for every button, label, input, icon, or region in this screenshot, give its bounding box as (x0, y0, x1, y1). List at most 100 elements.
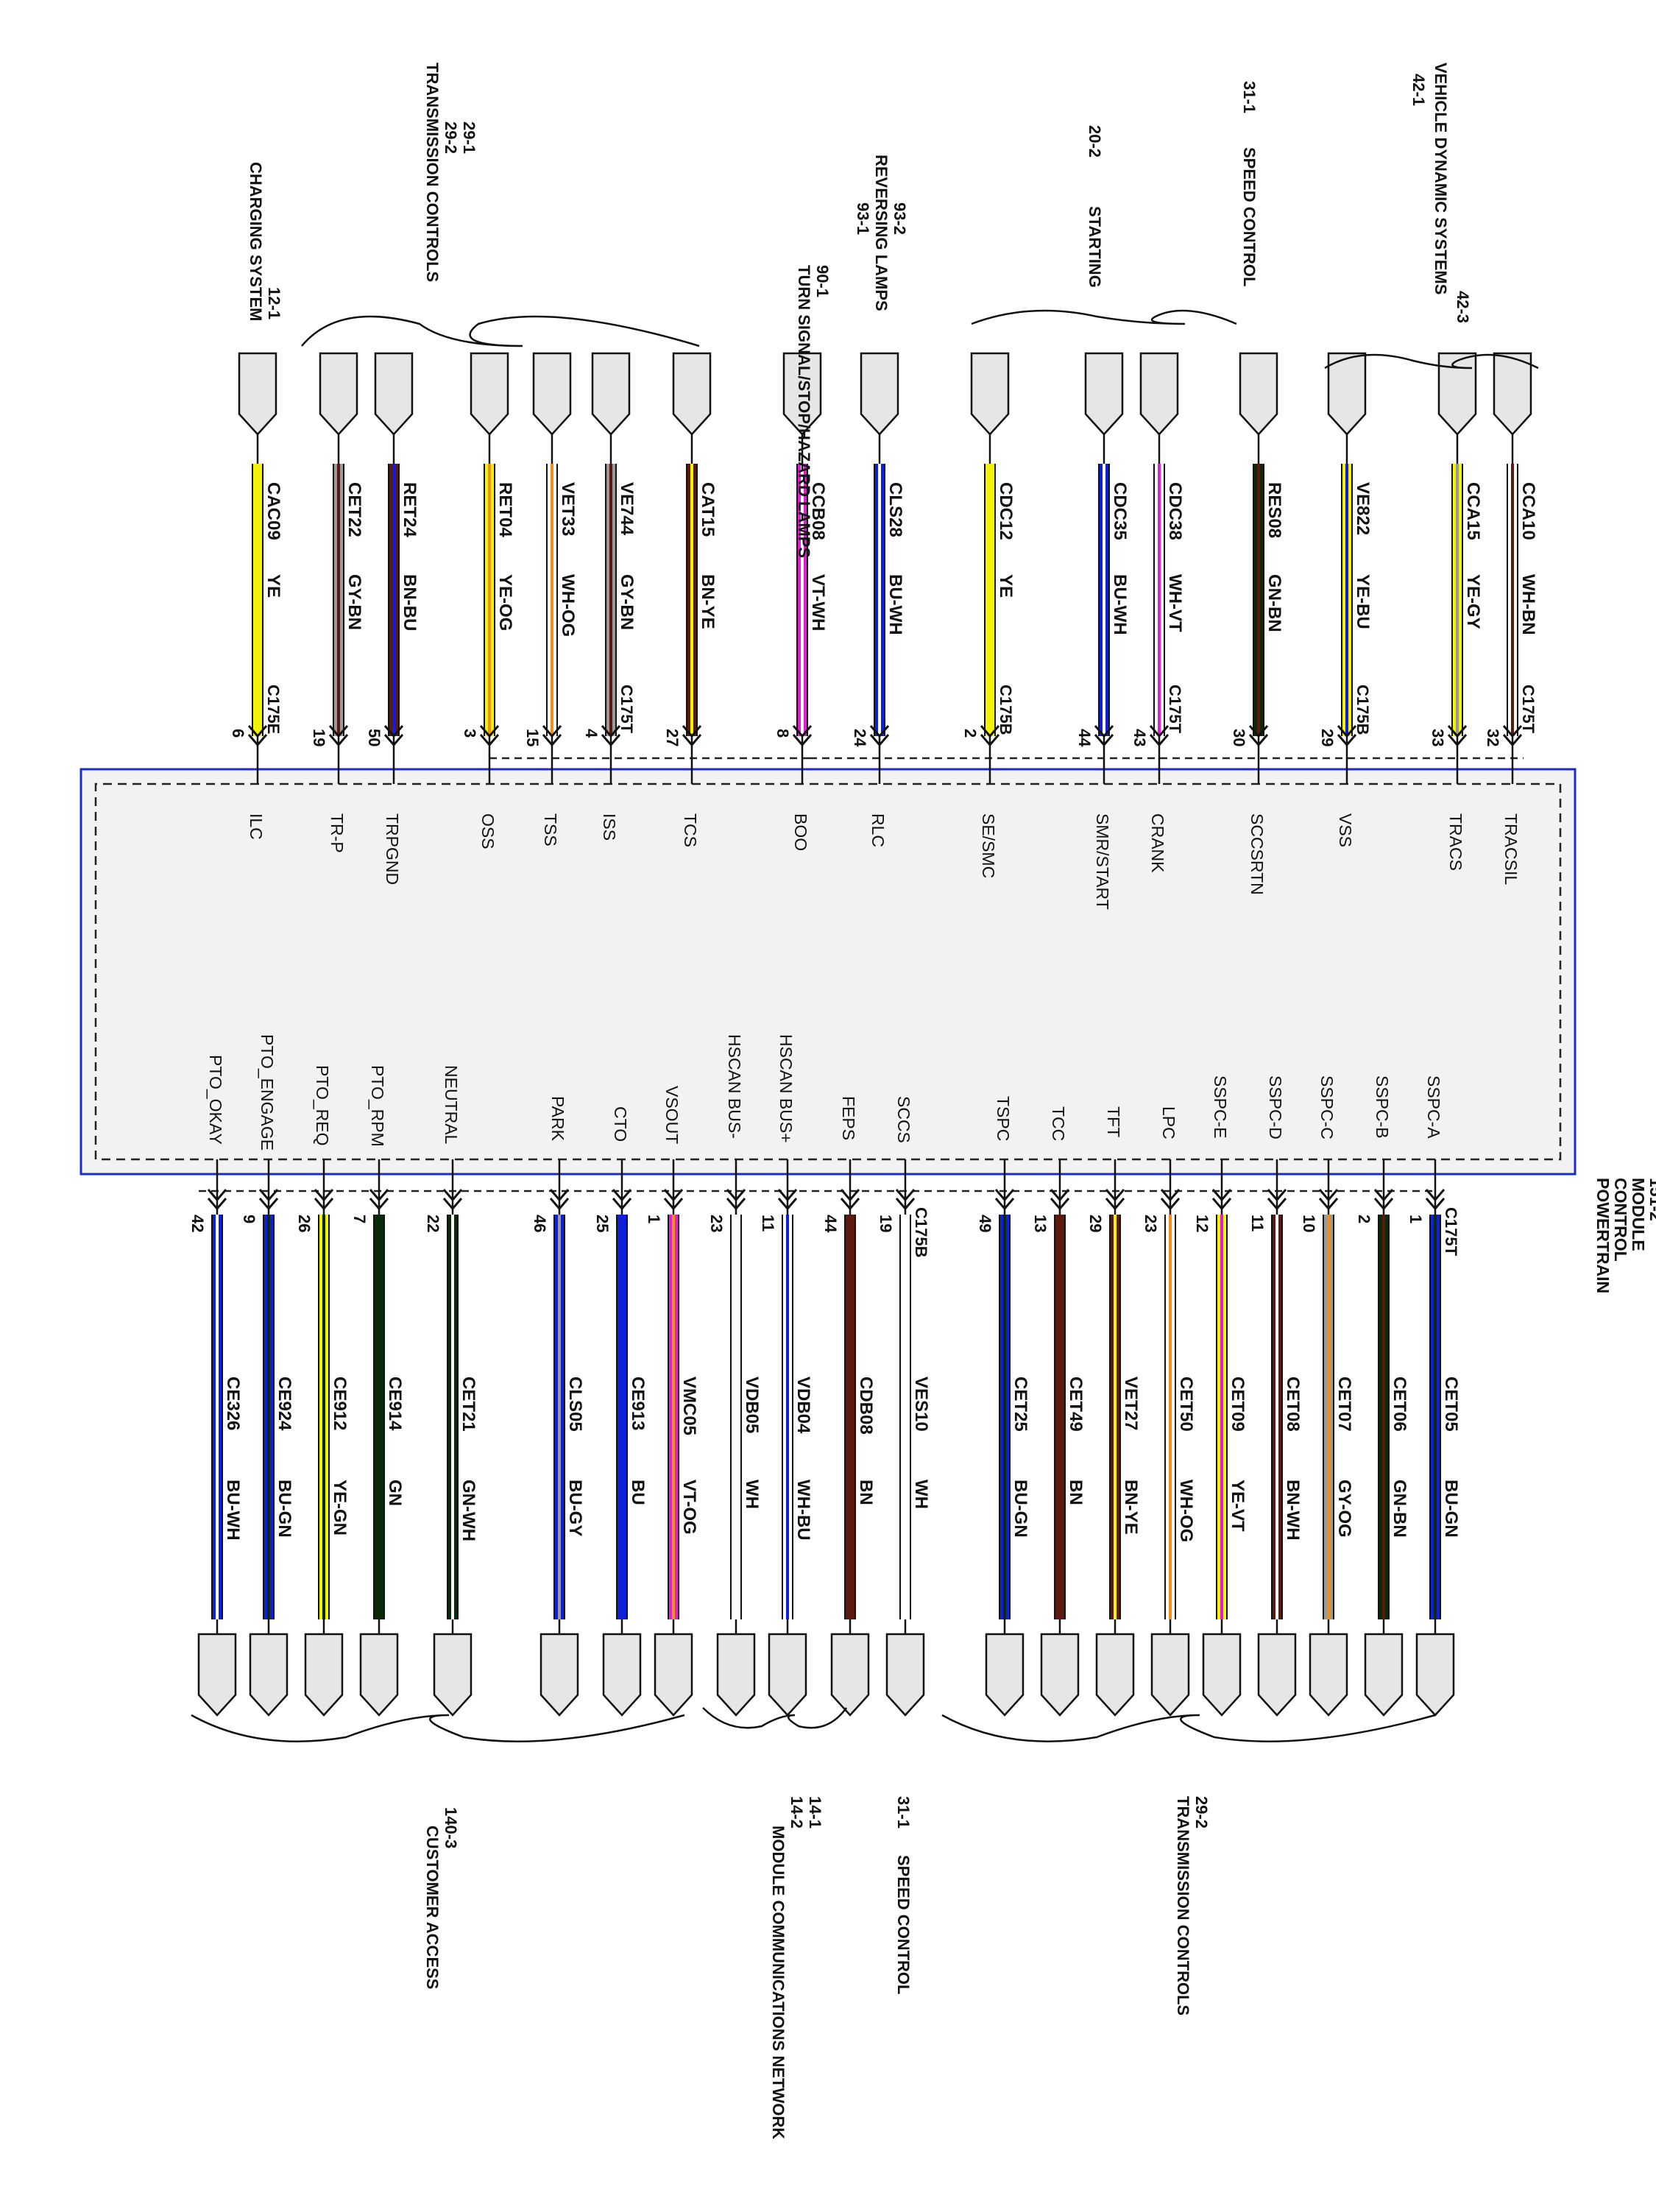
connector-ve744[interactable] (591, 352, 631, 436)
connector-cet08[interactable] (1257, 1633, 1297, 1717)
signal-res08: SCCSRTN (1248, 813, 1267, 895)
pin-arrow-ce924 (258, 1189, 279, 1202)
connector-cls28[interactable] (860, 352, 899, 436)
connector-ret24[interactable] (374, 352, 414, 436)
connector-cet06[interactable] (1364, 1633, 1404, 1717)
connector-vmc05[interactable] (654, 1633, 693, 1717)
pin-number-cls28: 24 (851, 729, 869, 747)
color-code-vdb04: WH-BU (793, 1480, 813, 1541)
connector-cac09[interactable] (238, 352, 277, 436)
connector-cet50[interactable] (1150, 1633, 1190, 1717)
sysref-reversing-ref2: 93-2 (891, 202, 909, 235)
connector-cca10[interactable] (1493, 352, 1532, 436)
sysref-speed-control-bottom: 31-1 SPEED CONTROL (894, 1796, 913, 1994)
connector-cet22[interactable] (319, 352, 358, 436)
connector-cet07[interactable] (1309, 1633, 1348, 1717)
connector-ce912[interactable] (304, 1633, 344, 1717)
connector-ce914[interactable] (359, 1633, 399, 1717)
connector-ce326[interactable] (197, 1633, 237, 1717)
connector-vet33[interactable] (532, 352, 572, 436)
module-inner-box (94, 782, 1562, 1161)
connector-cdc12[interactable] (970, 352, 1010, 436)
signal-ce326: PTO_OKAY (206, 1055, 225, 1145)
connector-ce924[interactable] (249, 1633, 289, 1717)
connector-cdc35[interactable] (1084, 352, 1124, 436)
connector-cca15[interactable] (1437, 352, 1477, 436)
pin-arrow-cdc38 (1149, 725, 1170, 738)
connector-cdb08[interactable] (830, 1633, 870, 1717)
wire-stripe-ve744 (609, 464, 612, 736)
wire-stripe-cet08 (1275, 1215, 1278, 1619)
connector-cat15[interactable] (672, 352, 712, 436)
connector-cet21[interactable] (433, 1633, 473, 1717)
connector-cet09[interactable] (1202, 1633, 1242, 1717)
connector-ce913[interactable] (602, 1633, 642, 1717)
connector-cet25[interactable] (985, 1633, 1025, 1717)
connector-cet05[interactable] (1415, 1633, 1455, 1717)
color-code-vet27: BN-YE (1121, 1480, 1141, 1535)
wire-stripe-ret04 (488, 464, 491, 736)
connector-cet49[interactable] (1040, 1633, 1080, 1717)
pin-arrow2-ve744 (601, 734, 621, 747)
pin-arrow-cet22 (328, 725, 349, 738)
connector-vdb04[interactable] (768, 1633, 807, 1717)
signal-cet05: SSPC-A (1424, 1075, 1443, 1139)
pin-arrow2-cdc12 (980, 734, 1000, 747)
sysref-turn-ref: 90-1 (813, 265, 832, 297)
connector-ret04[interactable] (470, 352, 509, 436)
connector-ve822[interactable] (1327, 352, 1367, 436)
connector-ves10[interactable] (885, 1633, 925, 1717)
connector-ccb08[interactable] (782, 352, 822, 436)
signal-ret04: OSS (478, 813, 498, 849)
connector-vdb05[interactable] (716, 1633, 756, 1717)
brace-transmission-top (301, 315, 700, 347)
connector-cdc38[interactable] (1139, 352, 1179, 436)
connector-cls05[interactable] (539, 1633, 579, 1717)
wire-body-cdc12 (986, 464, 994, 736)
circuit-cls05: CLS05 (565, 1377, 585, 1432)
connector-vet27[interactable] (1095, 1633, 1135, 1717)
color-code-cls05: BU-GY (565, 1480, 585, 1536)
sysref-charging: 12-1 CHARGING SYSTEM (247, 162, 283, 321)
color-code-cdc12: YE (996, 574, 1016, 598)
connector-res08[interactable] (1239, 352, 1278, 436)
